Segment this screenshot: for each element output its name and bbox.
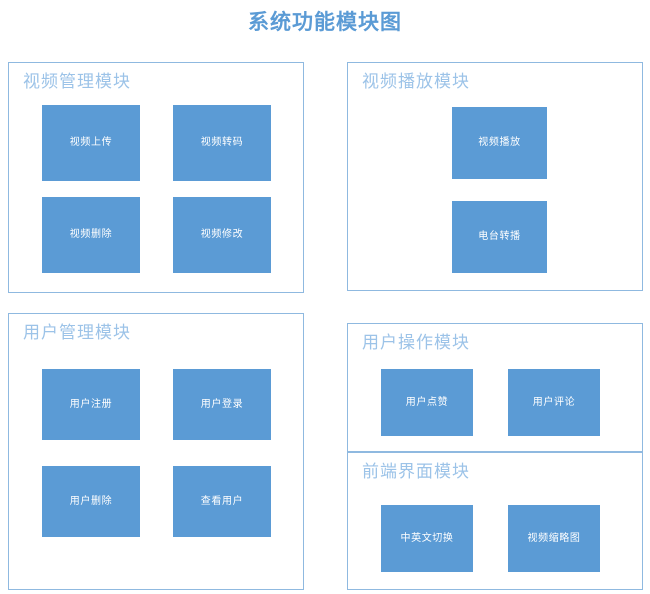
item-box[interactable]: 电台转播 (452, 201, 547, 273)
module-title: 前端界面模块 (362, 462, 470, 481)
module-title: 视频管理模块 (23, 72, 131, 91)
item-box[interactable]: 视频修改 (173, 197, 271, 273)
item-box[interactable]: 视频播放 (452, 107, 547, 179)
item-box[interactable]: 中英文切换 (381, 505, 473, 572)
module-items: 用户注册 用户登录 用户删除 查看用户 (9, 314, 303, 589)
item-box[interactable]: 视频删除 (42, 197, 140, 273)
item-box[interactable]: 用户注册 (42, 369, 140, 440)
item-box[interactable]: 用户删除 (42, 466, 140, 537)
item-box[interactable]: 用户评论 (508, 369, 600, 436)
item-box[interactable]: 用户点赞 (381, 369, 473, 436)
module-video-playback[interactable]: 视频播放模块 视频播放 电台转播 (347, 62, 643, 291)
page-title: 系统功能模块图 (248, 10, 402, 34)
item-box[interactable]: 用户登录 (173, 369, 271, 440)
module-title: 用户操作模块 (362, 333, 470, 352)
module-user-operations[interactable]: 用户操作模块 用户点赞 用户评论 (347, 323, 643, 452)
module-title: 视频播放模块 (362, 72, 470, 91)
item-box[interactable]: 视频缩略图 (508, 505, 600, 572)
item-box[interactable]: 查看用户 (173, 466, 271, 537)
module-user-management[interactable]: 用户管理模块 用户注册 用户登录 用户删除 查看用户 (8, 313, 304, 590)
module-items: 中英文切换 视频缩略图 (348, 453, 642, 589)
module-items: 视频上传 视频转码 视频删除 视频修改 (9, 63, 303, 292)
item-box[interactable]: 视频上传 (42, 105, 140, 181)
item-box[interactable]: 视频转码 (173, 105, 271, 181)
module-frontend-interface[interactable]: 前端界面模块 中英文切换 视频缩略图 (347, 452, 643, 590)
module-video-management[interactable]: 视频管理模块 视频上传 视频转码 视频删除 视频修改 (8, 62, 304, 293)
module-items: 视频播放 电台转播 (348, 63, 642, 290)
module-items: 用户点赞 用户评论 (348, 324, 642, 451)
module-title: 用户管理模块 (23, 323, 131, 342)
